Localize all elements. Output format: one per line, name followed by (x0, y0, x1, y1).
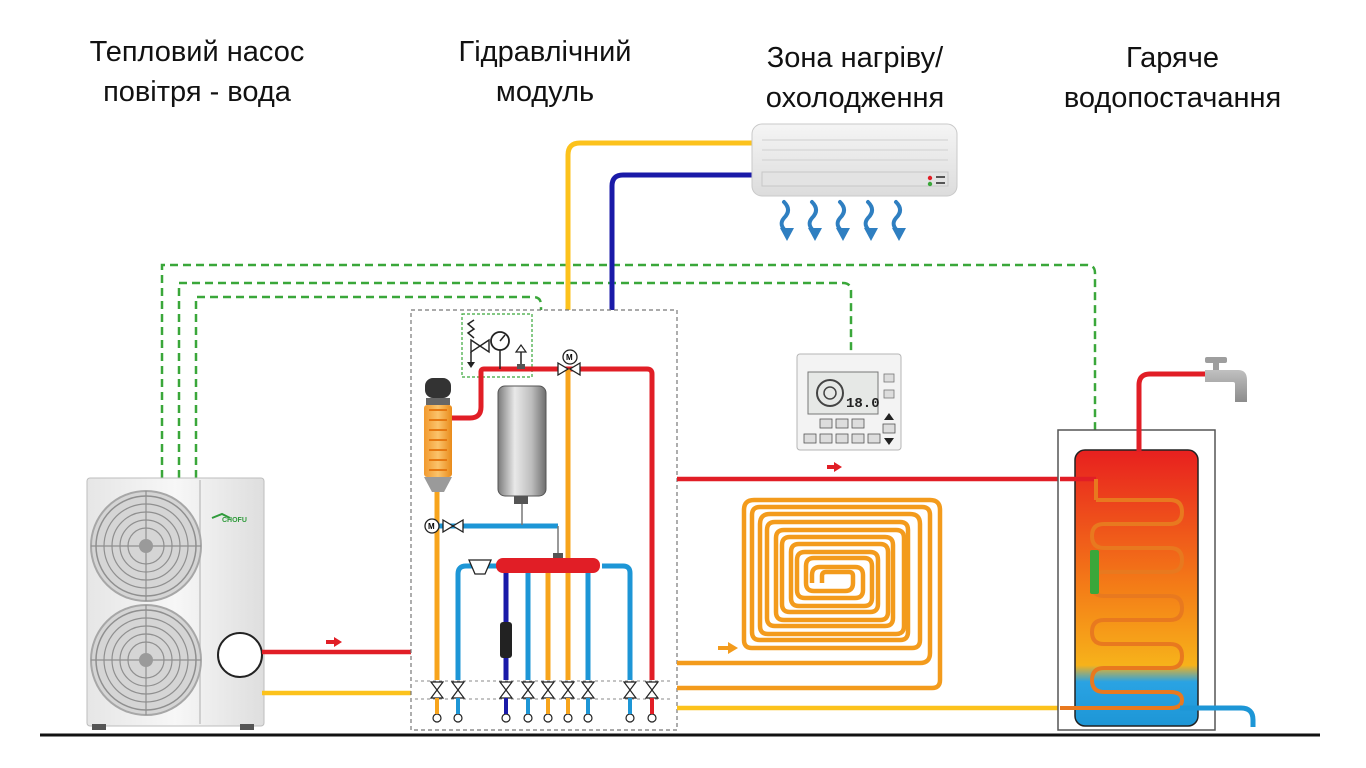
valve-icon (622, 681, 638, 723)
pipe-hot-water-outlet (1136, 371, 1212, 452)
hot-water-tank (1057, 429, 1216, 731)
pipe-fancoil-supply (565, 140, 760, 312)
motor-valve-icon: M (424, 518, 464, 534)
valve-icon (429, 681, 445, 723)
flow-arrow (718, 642, 738, 654)
service-port (217, 632, 263, 678)
flow-arrow (326, 637, 342, 647)
caption-zone-line2: охолодження (765, 82, 945, 114)
motor-valve-icon: M (557, 349, 581, 377)
signal-line-module (194, 295, 543, 478)
caption-zone-line1: Зона нагріву/ (766, 42, 944, 74)
caption-hot-water-line1: Гаряче (1126, 42, 1219, 74)
caption-heat-pump-line1: Тепловий насос (89, 36, 305, 68)
fan-coil-unit (751, 123, 958, 197)
tank-temperature-sensor (1090, 550, 1099, 594)
air-flow-arrow-icon (779, 200, 902, 234)
heat-pump-unit: CHOFU (86, 477, 265, 730)
fan-icon (90, 490, 202, 602)
air-vent-icon (514, 343, 528, 369)
flow-meter (500, 622, 512, 658)
pipe-cold-water-inlet (1180, 705, 1256, 727)
expansion-vessel (497, 385, 547, 504)
controller-display-value: 18.0 (846, 396, 880, 412)
motor-label: M (428, 522, 435, 531)
caption-hot-water: Гаряче водопостачання (1050, 38, 1295, 118)
safety-group-frame (461, 313, 533, 378)
fan-icon (90, 604, 202, 716)
caption-heat-pump: Тепловий насос повітря - вода (62, 32, 332, 112)
signal-line-controller (177, 281, 853, 478)
pressure-gauge-icon (490, 331, 510, 369)
valve-icon (450, 681, 466, 723)
brand-label: CHOFU (222, 517, 247, 524)
caption-zone: Зона нагріву/ охолодження (720, 38, 990, 118)
backup-heater (424, 378, 452, 492)
strainer-filter (468, 559, 492, 575)
brand-logo-mark (211, 512, 231, 519)
coil-heat-exchanger (1060, 498, 1185, 710)
caption-heat-pump-line2: повітря - вода (103, 76, 291, 108)
wall-controller: 18.0 (796, 353, 902, 451)
signal-line-dhw-sensor (160, 263, 1097, 560)
caption-hydraulic-module-line1: Гідравлічний (458, 36, 632, 68)
buffer-manifold (496, 558, 600, 573)
motor-label: M (566, 353, 573, 362)
flow-arrow (827, 462, 842, 472)
caption-hot-water-line2: водопостачання (1063, 82, 1282, 114)
underfloor-heating-loop (677, 497, 943, 691)
caption-hydraulic-module-line2: модуль (495, 76, 595, 108)
ball-valve-row (429, 681, 660, 723)
caption-hydraulic-module: Гідравлічний модуль (420, 32, 670, 112)
control-wiring (160, 263, 1097, 560)
hydraulic-module: M M (410, 309, 678, 731)
valve-icon (466, 319, 490, 368)
faucet-icon (1205, 357, 1247, 402)
pipe-fancoil-return (609, 172, 762, 312)
